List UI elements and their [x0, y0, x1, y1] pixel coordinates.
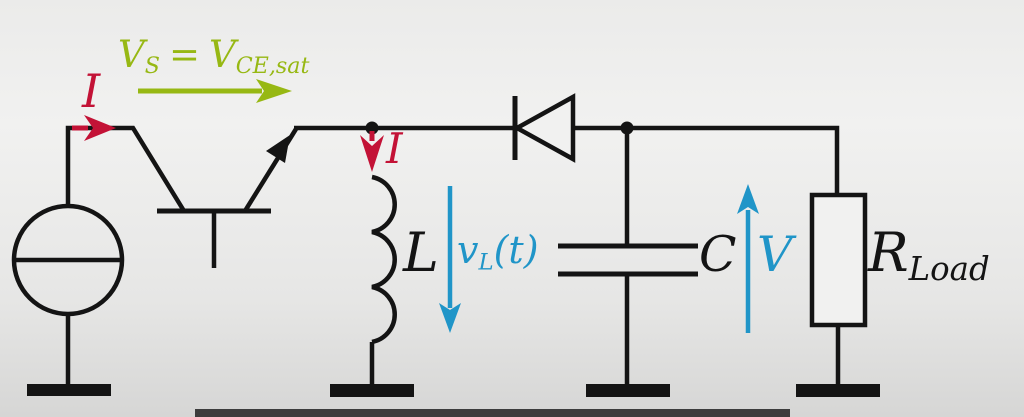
inductor-current-arrow	[360, 131, 384, 172]
diode-triangle	[512, 93, 576, 163]
wire-top-right	[573, 125, 840, 195]
load-label-sub: Load	[908, 250, 990, 289]
source-current-label: I	[82, 64, 101, 118]
inductor-voltage-sub: L	[478, 249, 494, 276]
transistor-emitter-arrowhead	[266, 135, 290, 163]
inductor-current-arrowhead	[360, 135, 384, 172]
ground-icon-inductor	[330, 384, 414, 397]
inductor-voltage-base: v	[457, 228, 479, 272]
source-current-arrowhead	[84, 115, 116, 141]
video-progress-bar[interactable]	[195, 409, 790, 417]
resistor-symbol	[809, 192, 868, 328]
junction-dot-inductor	[365, 121, 379, 135]
switch-voltage-arrowhead	[256, 79, 292, 103]
resistor-body	[809, 192, 868, 328]
output-voltage-arrowhead	[737, 184, 759, 214]
capacitor-label: C	[699, 226, 737, 283]
inductor-current-label: I	[386, 124, 403, 173]
diode-symbol	[512, 93, 576, 163]
load-label-base: R	[868, 221, 909, 284]
inductor-voltage-arrow	[439, 186, 461, 333]
ground-icon-load	[796, 384, 880, 397]
switch-voltage-arrow	[138, 79, 292, 103]
inductor-symbol	[371, 174, 397, 345]
switch-voltage-sub1: S	[144, 53, 160, 80]
ground-icon-capacitor	[586, 384, 670, 397]
load-label: RLoad	[868, 226, 990, 289]
switch-voltage-sub2: CE,sat	[235, 53, 310, 80]
wire-source-to-collector	[65, 125, 186, 213]
current-source-symbol	[11, 203, 125, 317]
switch-voltage-annotation: VS=VCE,sat	[118, 36, 309, 77]
output-voltage-arrow	[737, 184, 759, 333]
inductor-label: L	[403, 221, 439, 284]
inductor-voltage-suffix: (t)	[493, 228, 539, 272]
output-voltage-label: V	[757, 226, 793, 283]
inductor-voltage-label: vL(t)	[457, 231, 539, 274]
switch-voltage-base1: V	[118, 33, 145, 76]
inductor-voltage-arrowhead	[439, 303, 461, 333]
equals-sign: =	[168, 33, 200, 76]
switch-voltage-base2: V	[208, 33, 236, 76]
capacitor-symbol	[558, 243, 698, 277]
ground-icon-source	[27, 384, 111, 396]
inductor-coil	[371, 174, 397, 345]
source-current-arrow	[72, 115, 116, 141]
npn-transistor-symbol	[157, 127, 298, 268]
